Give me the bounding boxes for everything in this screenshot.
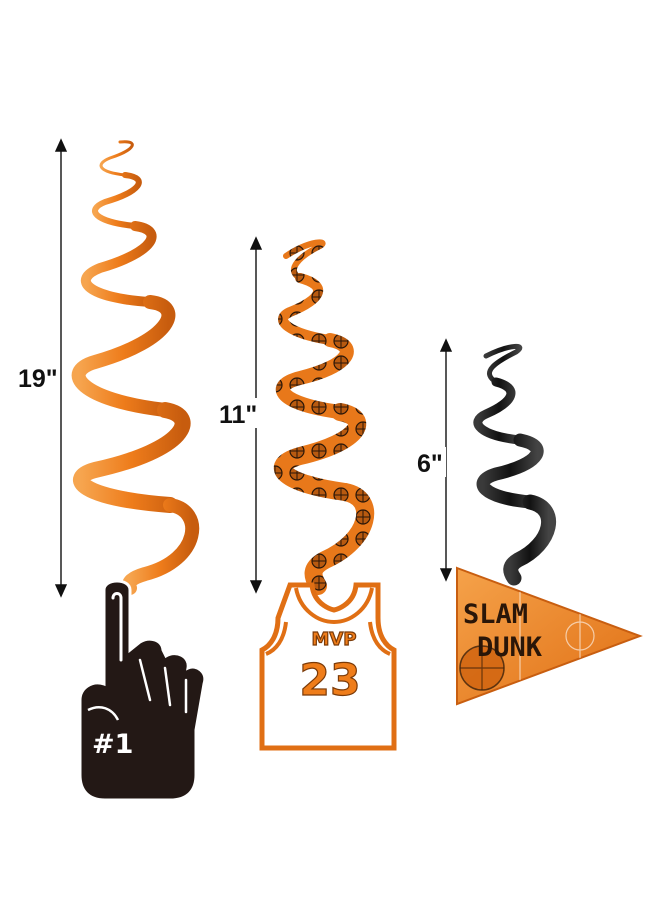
medium-basketball-swirl	[274, 239, 375, 595]
jersey-cutout: MVP 23	[259, 582, 397, 751]
dimension-11-label: 11"	[219, 401, 257, 429]
dimension-19-label: 19"	[18, 365, 58, 393]
small-black-swirl	[473, 344, 556, 586]
pennant-text-line2: DUNK	[477, 632, 543, 663]
pennant-cutout: SLAM DUNK	[456, 566, 643, 706]
large-orange-swirl	[71, 140, 200, 595]
foam-finger-cutout: #1	[78, 579, 207, 802]
dimension-6-label: 6"	[417, 450, 443, 478]
foam-finger-text: #1	[92, 729, 133, 760]
jersey-number: 23	[299, 655, 360, 706]
pennant-text-line1: SLAM	[463, 599, 528, 630]
jersey-text-mvp: MVP	[311, 629, 356, 650]
dimension-19-arrow	[54, 138, 68, 598]
